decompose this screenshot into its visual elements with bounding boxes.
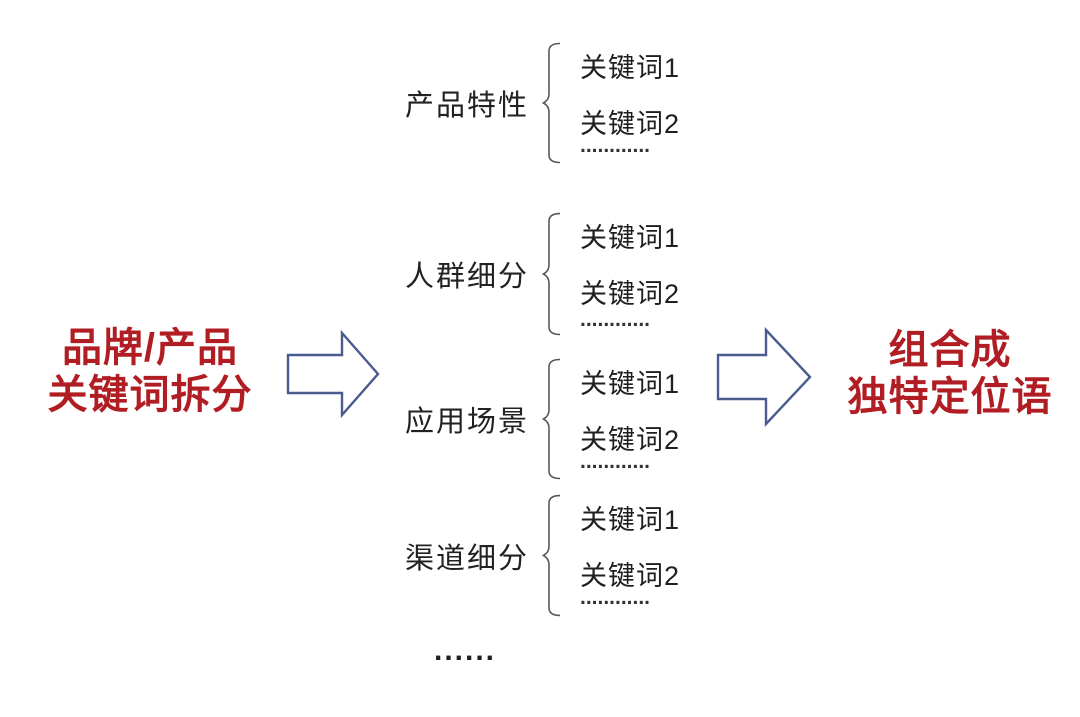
category-group: 人群细分 关键词1 关键词2 ............ (402, 212, 710, 336)
keyword-ellipsis: ............ (580, 586, 651, 609)
keyword-items: 关键词1 关键词2 ............ (580, 42, 710, 164)
keyword-items: 关键词1 关键词2 ............ (580, 358, 710, 480)
left-title: 品牌/产品 关键词拆分 (36, 325, 264, 419)
keyword-ellipsis: ............ (580, 450, 651, 473)
category-group: 应用场景 关键词1 关键词2 ............ (402, 358, 710, 480)
keyword-item: 关键词2 (580, 425, 681, 455)
keyword-items: 关键词1 关键词2 ............ (580, 212, 710, 336)
keyword-items: 关键词1 关键词2 ............ (580, 494, 710, 617)
brace-icon (542, 42, 561, 164)
group-label: 产品特性 (404, 90, 529, 122)
group-label: 应用场景 (404, 406, 529, 438)
right-title: 组合成 独特定位语 (836, 327, 1064, 421)
right-arrow-icon (716, 327, 812, 427)
brace-icon (542, 212, 561, 336)
keyword-ellipsis: ............ (580, 308, 651, 331)
right-title-line1: 组合成 (888, 328, 1012, 372)
group-label: 渠道细分 (404, 542, 529, 575)
brace-icon (542, 358, 561, 480)
group-label: 人群细分 (404, 261, 529, 293)
keyword-item: 关键词2 (580, 279, 681, 309)
brace-icon (542, 494, 561, 617)
right-title-line2: 独特定位语 (847, 375, 1053, 419)
category-group: 渠道细分 关键词1 关键词2 ............ (402, 494, 710, 617)
keyword-item: 关键词1 (580, 369, 681, 399)
keyword-ellipsis: ............ (580, 134, 651, 157)
left-title-line1: 品牌/产品 (61, 326, 239, 370)
keyword-item: 关键词1 (580, 223, 681, 253)
keyword-item: 关键词2 (580, 561, 681, 591)
more-categories-ellipsis: ...... (433, 634, 496, 667)
keyword-item: 关键词2 (580, 109, 681, 139)
right-arrow-icon (286, 330, 380, 418)
category-group: 产品特性 关键词1 关键词2 ............ (402, 42, 710, 164)
keyword-item: 关键词1 (580, 505, 681, 535)
left-title-line2: 关键词拆分 (47, 373, 253, 417)
keyword-item: 关键词1 (580, 53, 681, 83)
